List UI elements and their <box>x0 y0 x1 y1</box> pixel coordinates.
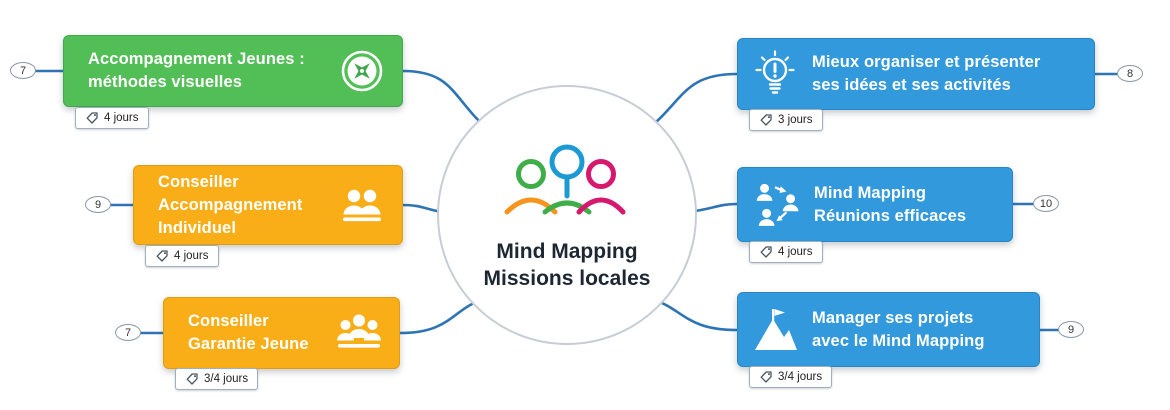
badge-value: 8 <box>1126 67 1134 80</box>
badge-value: 9 <box>1067 323 1075 336</box>
duration-label: 3 jours <box>778 114 813 126</box>
duration-label: 3/4 jours <box>204 373 249 385</box>
topic-manager-projets[interactable]: Manager ses projets avec le Mind Mapping <box>737 292 1040 367</box>
duration-label: 4 jours <box>174 250 209 262</box>
tag-icon <box>760 246 772 258</box>
topic-label: Accompagnement Jeunes : méthodes visuell… <box>88 50 305 91</box>
tag-icon <box>760 114 772 126</box>
duration-tag-accompagnement-jeunes[interactable]: 4 jours <box>75 107 149 129</box>
topic-conseiller-garantie-jeune[interactable]: Conseiller Garantie Jeune <box>163 297 400 369</box>
mountain-flag-icon <box>755 308 797 350</box>
topic-label: Conseiller Accompagnement Individuel <box>158 172 303 237</box>
duration-label: 3/4 jours <box>778 371 823 383</box>
duration-tag-mieux-organiser[interactable]: 3 jours <box>749 109 823 131</box>
topic-label: Manager ses projets avec le Mind Mapping <box>812 308 985 350</box>
topic-label: Mind Mapping Réunions efficaces <box>814 183 967 225</box>
badge-value: 9 <box>94 198 102 211</box>
badge-value: 10 <box>1039 197 1053 210</box>
tag-icon <box>760 371 772 383</box>
duration-tag-conseiller-individuel[interactable]: 4 jours <box>145 245 219 267</box>
badge-value: 7 <box>124 326 132 339</box>
duration-tag-reunions-efficaces[interactable]: 4 jours <box>749 241 823 263</box>
badge-value: 7 <box>19 64 27 77</box>
three-people-icon <box>337 314 381 348</box>
count-badge-accompagnement-jeunes[interactable]: 7 <box>10 62 36 79</box>
topic-conseiller-accompagnement-individuel[interactable]: Conseiller Accompagnement Individuel <box>133 165 403 245</box>
tag-icon <box>156 250 168 262</box>
tag-icon <box>86 112 98 124</box>
people-search-icon <box>504 144 626 215</box>
count-badge-mieux-organiser[interactable]: 8 <box>1117 65 1143 82</box>
count-badge-manager-projets[interactable]: 9 <box>1058 321 1084 338</box>
topic-label: Mieux organiser et présenter ses idées e… <box>812 53 1041 94</box>
duration-tag-garantie-jeune[interactable]: 3/4 jours <box>175 368 259 390</box>
topic-accompagnement-jeunes[interactable]: Accompagnement Jeunes : méthodes visuell… <box>63 35 403 107</box>
count-badge-reunions-efficaces[interactable]: 10 <box>1033 195 1059 212</box>
lightbulb-icon <box>755 50 795 94</box>
two-people-icon <box>343 189 381 222</box>
central-topic-title: Mind Mapping Missions locales <box>483 240 651 290</box>
duration-label: 4 jours <box>778 246 813 258</box>
count-badge-garantie-jeune[interactable]: 7 <box>115 324 141 341</box>
central-topic[interactable]: Mind Mapping Missions locales <box>437 85 697 345</box>
duration-tag-manager-projets[interactable]: 3/4 jours <box>749 366 833 388</box>
duration-label: 4 jours <box>104 112 139 124</box>
topic-mieux-organiser[interactable]: Mieux organiser et présenter ses idées e… <box>737 38 1095 110</box>
count-badge-conseiller-individuel[interactable]: 9 <box>85 196 111 213</box>
tag-icon <box>186 373 198 385</box>
topic-mind-mapping-reunions[interactable]: Mind Mapping Réunions efficaces <box>737 167 1013 242</box>
compass-icon <box>341 50 383 92</box>
people-sync-icon <box>756 183 799 226</box>
topic-label: Conseiller Garantie Jeune <box>188 312 309 353</box>
